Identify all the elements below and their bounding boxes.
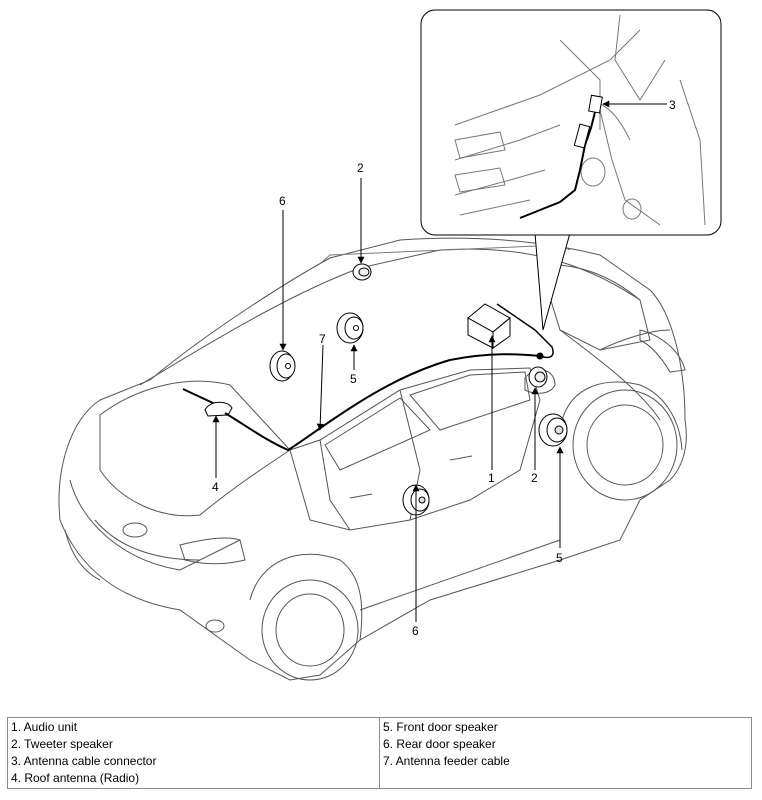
tweeter-speaker-front xyxy=(528,366,548,388)
callout-5-door: 5 xyxy=(556,551,563,565)
callout-6-roof: 6 xyxy=(279,194,286,208)
parts-legend-table: 1. Audio unit 2. Tweeter speaker 3. Ante… xyxy=(7,717,752,789)
callout-2-front: 2 xyxy=(531,471,538,485)
legend-item-antenna-cable-connector: 3. Antenna cable connector xyxy=(11,754,157,768)
callout-4: 4 xyxy=(212,480,219,494)
audio-system-diagram: 1 2 2 3 4 5 5 6 6 7 xyxy=(58,9,722,681)
car-outline xyxy=(58,237,687,681)
legend-column-left: 1. Audio unit 2. Tweeter speaker 3. Ante… xyxy=(7,717,380,789)
roof-antenna xyxy=(182,388,233,417)
legend-item-tweeter-speaker: 2. Tweeter speaker xyxy=(11,737,113,751)
callout-3: 3 xyxy=(669,98,676,112)
callout-1: 1 xyxy=(488,471,495,485)
callout-5-roof: 5 xyxy=(350,372,357,386)
front-door-speaker-roof xyxy=(336,312,364,344)
inset-detail xyxy=(420,9,722,331)
rear-door-speaker-roof xyxy=(269,350,296,382)
leader-lines xyxy=(212,100,667,622)
callout-2-rear: 2 xyxy=(357,161,364,175)
tweeter-speaker-rear xyxy=(352,263,372,281)
legend-item-rear-door-speaker: 6. Rear door speaker xyxy=(383,737,496,751)
legend-item-antenna-feeder-cable: 7. Antenna feeder cable xyxy=(383,754,510,768)
antenna-feeder-cable xyxy=(224,353,541,452)
legend-item-roof-antenna: 4. Roof antenna (Radio) xyxy=(11,771,140,785)
callout-7: 7 xyxy=(319,332,326,346)
callout-6-door: 6 xyxy=(412,624,419,638)
front-door-speaker xyxy=(538,413,568,447)
legend-item-front-door-speaker: 5. Front door speaker xyxy=(383,720,498,734)
legend-item-audio-unit: 1. Audio unit xyxy=(11,720,78,734)
legend-column-right: 5. Front door speaker 6. Rear door speak… xyxy=(379,717,752,789)
audio-unit xyxy=(467,303,554,359)
